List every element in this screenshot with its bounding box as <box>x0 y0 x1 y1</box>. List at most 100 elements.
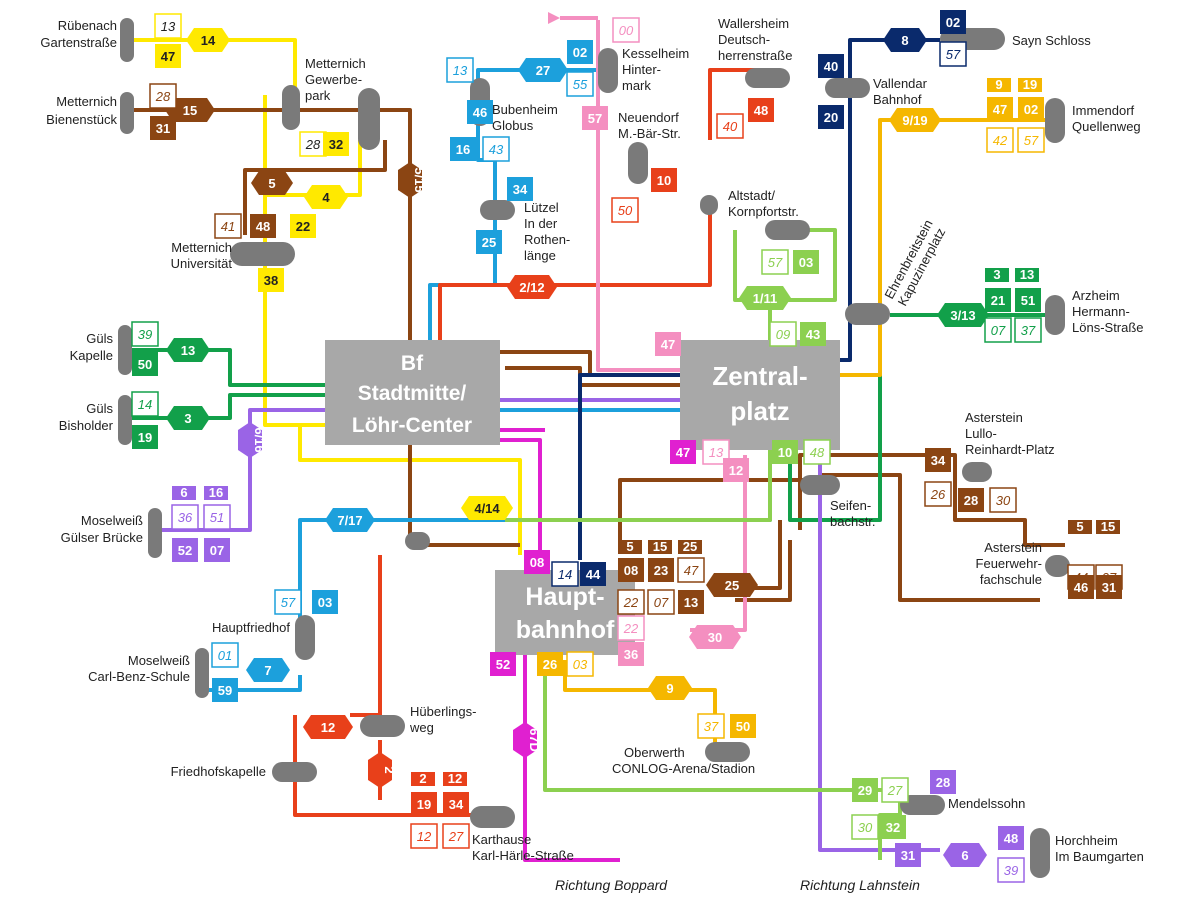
route-box-frame <box>670 440 696 464</box>
stop-marker[interactable] <box>1045 98 1065 143</box>
line-badge-67D[interactable]: 67D <box>513 722 542 758</box>
line-badge-1-11[interactable]: 1/11 <box>739 286 791 310</box>
line-badge-14[interactable]: 14 <box>186 28 230 52</box>
line-badge-12[interactable]: 12 <box>303 715 353 739</box>
line-badge-7[interactable]: 7 <box>246 658 290 682</box>
route-box-frame <box>132 425 158 449</box>
line-badge-30[interactable]: 30 <box>689 625 741 649</box>
route-box-frame <box>761 249 789 275</box>
line-badge-6[interactable]: 6 <box>943 843 987 867</box>
route-box-b20: 16 <box>204 485 228 500</box>
route-box-frame <box>930 770 956 794</box>
route-box-label: 27 <box>448 829 464 844</box>
stop-hueberlingsweg-l2: weg <box>409 720 434 735</box>
stop-marker[interactable] <box>120 92 134 134</box>
stop-marker[interactable] <box>282 85 300 130</box>
stop-marker[interactable] <box>230 242 295 266</box>
line-badge-label: 7 <box>264 663 271 678</box>
route-box-frame <box>482 136 510 162</box>
stop-marker[interactable] <box>118 395 132 445</box>
line-badge-27[interactable]: 27 <box>518 58 568 82</box>
route-box-frame <box>507 177 533 201</box>
route-box-b47: 09 <box>769 321 797 347</box>
route-box-b7: 41 <box>214 213 242 239</box>
hub-zentralplatz[interactable]: Zentral- platz <box>680 340 840 450</box>
stop-marker[interactable] <box>825 78 870 98</box>
line-badge-shape <box>398 162 422 198</box>
stop-marker[interactable] <box>480 200 515 220</box>
stop-marker[interactable] <box>745 68 790 88</box>
route-box-label: 30 <box>996 493 1011 508</box>
line-badge-label: 6/16 <box>252 427 267 452</box>
line-badge-3-13[interactable]: 3/13 <box>937 303 989 327</box>
line-badge-shape <box>706 573 758 597</box>
stop-marker[interactable] <box>470 806 515 828</box>
route-box-frame <box>566 651 594 677</box>
route-box-b77: 46 <box>1068 575 1094 599</box>
line-badge-15[interactable]: 15 <box>165 98 215 122</box>
stop-wallersheim-l2: Deutsch- <box>718 32 770 47</box>
stop-marker[interactable] <box>800 475 840 495</box>
route-box-label: 43 <box>806 327 820 342</box>
stop-marker[interactable] <box>962 462 992 482</box>
stop-marker[interactable] <box>1030 828 1050 878</box>
stop-marker[interactable] <box>900 795 945 815</box>
route-box-frame <box>716 113 744 139</box>
line-badge-9[interactable]: 9 <box>648 676 692 700</box>
stop-labels: Rübenach Gartenstraße Metternich Gewerbe… <box>40 16 1143 893</box>
line-badge-8[interactable]: 8 <box>883 28 927 52</box>
stop-marker[interactable] <box>1045 555 1070 577</box>
route-box-frame <box>410 823 438 849</box>
route-box-label: 31 <box>156 121 170 136</box>
line-badge-2[interactable]: 2 <box>368 752 397 788</box>
line-badge-7-17[interactable]: 7/17 <box>325 508 375 532</box>
stop-marker[interactable] <box>120 18 134 62</box>
hub-bf-stadtmitte[interactable]: Bf Stadtmitte/ Löhr-Center <box>325 340 500 445</box>
stop-marker[interactable] <box>765 220 810 240</box>
line-badge-5-15[interactable]: 5/15 <box>398 162 427 198</box>
line-badge-5[interactable]: 5 <box>251 171 293 195</box>
route-box-frame <box>723 458 749 482</box>
line-badge-4-14[interactable]: 4/14 <box>461 496 513 520</box>
line-badge-3[interactable]: 3 <box>166 406 210 430</box>
stop-marker[interactable] <box>295 615 315 660</box>
stop-marker[interactable] <box>272 762 317 782</box>
route-box-b71: 34 <box>925 448 951 472</box>
route-box-b80: 15 <box>1096 519 1120 534</box>
stop-marker[interactable] <box>405 532 430 550</box>
route-box-frame <box>211 642 239 668</box>
stop-marker[interactable] <box>360 715 405 737</box>
route-box-frame <box>617 589 645 615</box>
route-box-b2: 47 <box>155 44 181 68</box>
route-box-frame <box>997 857 1025 883</box>
stop-marker[interactable] <box>195 648 209 698</box>
stop-marker[interactable] <box>705 742 750 762</box>
stop-marker[interactable] <box>628 142 648 184</box>
route-box-b51: 57 <box>939 41 967 67</box>
route-box-b90: 5 <box>618 539 642 554</box>
route-box-frame <box>566 71 594 97</box>
route-box-label: 37 <box>704 719 719 734</box>
line-badge-13[interactable]: 13 <box>166 338 210 362</box>
route-box-label: 57 <box>946 47 961 62</box>
route-box-frame <box>925 448 951 472</box>
line-badge-25[interactable]: 25 <box>706 573 758 597</box>
stop-marker[interactable] <box>845 303 890 325</box>
stop-marker[interactable] <box>358 88 380 150</box>
line-badge-9-19[interactable]: 9/19 <box>889 108 941 132</box>
stop-marker[interactable] <box>148 508 162 558</box>
stop-marker[interactable] <box>598 48 618 93</box>
route-box-label: 48 <box>810 445 825 460</box>
stop-marker[interactable] <box>1045 295 1065 335</box>
line-badge-2-12[interactable]: 2/12 <box>507 275 557 299</box>
route-box-frame <box>250 214 276 238</box>
stop-marker[interactable] <box>118 325 132 375</box>
route-box-b25: 19 <box>411 792 437 816</box>
stop-marker[interactable] <box>700 195 718 215</box>
route-box-b59: 19 <box>1018 77 1042 92</box>
route-box-b13: 14 <box>131 391 159 417</box>
route-box-label: 55 <box>573 77 588 92</box>
line-badge-4[interactable]: 4 <box>304 185 348 209</box>
line-badge-6-16[interactable]: 6/16 <box>238 422 267 458</box>
